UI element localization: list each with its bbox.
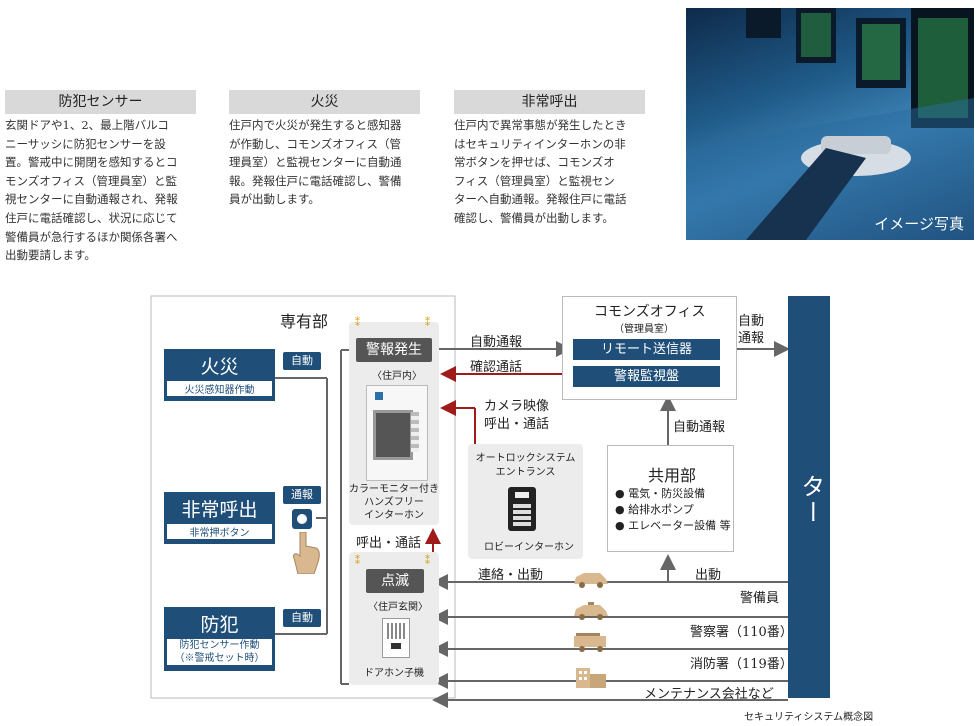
- lobby-title-line1: オートロックシステム: [475, 453, 576, 464]
- text-line: 玄関ドアや1、2、最上階バルコ: [5, 118, 169, 132]
- blink-button: 点滅: [366, 569, 424, 593]
- guard-car-icon: [574, 573, 608, 588]
- lobby-caption: ロビーインターホン: [484, 542, 574, 553]
- text-line: が作動し、コモンズオフィス（管: [229, 136, 402, 151]
- fire-dept-label: 消防署（119番）: [690, 657, 793, 672]
- alarm-monitor-panel: 警報監視盤: [573, 366, 720, 387]
- door-unit-caption: ドアホン子機: [364, 668, 424, 679]
- monitoring-center-label: 近鉄セーフティ24・S監視センター: [797, 317, 860, 683]
- monitor-caption-line: カラーモニター付き: [349, 484, 439, 495]
- auto-report-label: 自動通報: [470, 335, 523, 350]
- text-line: 報。発報住戸に電話確認し、警備: [229, 173, 402, 188]
- text-line: はセキュリティインターホンの非: [454, 136, 626, 151]
- call-talk-label: 呼出・通話: [356, 536, 422, 551]
- text-line: 住戸に電話確認し、状況に応じて: [5, 210, 178, 225]
- security-sub-line2: （※警戒セット時）: [174, 653, 265, 664]
- commons-title: コモンズオフィス: [594, 304, 706, 320]
- text-line: 常ボタンを押せば、コモンズオ: [454, 155, 615, 170]
- intercom-monitor-icon: [366, 385, 428, 481]
- commons-sub: （管理員室）: [614, 324, 674, 335]
- fire-auto-tag: 自動: [283, 352, 321, 370]
- lobby-keypad-icon: [508, 487, 536, 531]
- text-line: 出動要請します。: [5, 248, 96, 263]
- remote-transmitter: リモート送信器: [573, 339, 720, 360]
- camera-label-line2: 呼出・通話: [484, 417, 550, 432]
- security-auto-tag: 自動: [283, 609, 321, 627]
- shared-items: ● 電気・防災設備 ● 給排水ポンプ ● エレベーター設備 等: [615, 486, 731, 534]
- text-line: 住戸内で異常事態が発生したとき: [454, 118, 627, 132]
- finger-press-icon: [293, 532, 320, 574]
- fire-truck-icon: [574, 633, 606, 652]
- text-line: ニーサッシに防犯センサーを設: [5, 136, 166, 151]
- monitor-room-illustration: [686, 8, 974, 240]
- control-room-photo: イメージ写真: [686, 8, 974, 240]
- lobby-title: オートロックシステム エントランス: [468, 452, 583, 480]
- lobby-title-line2: エントランス: [495, 467, 556, 478]
- inside-label: 〈住戸内〉: [372, 371, 422, 382]
- text-line: モンズオフィス（管理員室）と監: [5, 173, 178, 188]
- dispatch-label: 出動: [695, 568, 722, 583]
- section-title-crime: 防犯センサー: [5, 90, 196, 114]
- auto-report-right-line2: 通報: [738, 331, 765, 346]
- fire-sub: 火災感知器作動: [167, 381, 272, 396]
- text-line: 視センターに自動通報され、発報: [5, 192, 178, 207]
- security-title: 防犯: [200, 614, 239, 636]
- section-title-fire: 火災: [229, 90, 420, 114]
- camera-label: カメラ映像 呼出・通話: [484, 398, 549, 434]
- shared-item: ● 電気・防災設備: [615, 487, 706, 500]
- section-body-fire: 住戸内で火災が発生すると感知器 が作動し、コモンズオフィス（管 理員室）と監視セ…: [229, 116, 429, 209]
- shared-area-box: [607, 445, 734, 552]
- text-line: 住戸内で火災が発生すると感知器: [229, 118, 402, 132]
- security-sub-line1: 防犯センサー作動: [179, 640, 260, 651]
- text-line: 置。警戒中に開閉を感知するとコ: [5, 155, 178, 170]
- fire-box: 火災 火災感知器作動: [164, 349, 275, 401]
- section-body-crime: 玄関ドアや1、2、最上階バルコ ニーサッシに防犯センサーを設 置。警戒中に開閉を…: [5, 116, 205, 265]
- text-line: 警備員が急行するほか関係各署へ: [5, 229, 178, 244]
- security-box: 防犯 防犯センサー作動 （※警戒セット時）: [164, 607, 275, 671]
- emergency-sub: 非常押ボタン: [167, 524, 272, 539]
- emergency-title: 非常呼出: [181, 499, 258, 521]
- blink-spark-icon: ⁑: [355, 556, 360, 567]
- guard-label: 警備員: [740, 591, 780, 606]
- fire-title: 火災: [200, 356, 239, 378]
- monitor-caption-line: インターホン: [364, 510, 424, 521]
- police-label: 警察署（110番）: [690, 625, 793, 640]
- maintenance-label: メンテナンス会社など: [644, 687, 774, 702]
- shared-title: 共用部: [648, 466, 697, 485]
- emergency-report-tag: 通報: [283, 486, 321, 504]
- camera-label-line1: カメラ映像: [484, 399, 550, 414]
- text-line: フィス（管理員室）と監視セン: [454, 173, 615, 188]
- text-line: ターへ自動通報。発報住戸に電話: [454, 192, 627, 207]
- text-line: 確認し、警備員が出動します。: [454, 210, 614, 225]
- shared-item: ● 給排水ポンプ: [615, 503, 694, 516]
- security-sub: 防犯センサー作動 （※警戒セット時）: [167, 639, 272, 665]
- confirm-call-label: 確認通話: [470, 360, 523, 375]
- alarm-spark-icon: ⁑: [425, 318, 430, 329]
- text-line: 員が出動します。: [229, 192, 320, 207]
- emergency-box: 非常呼出 非常押ボタン: [164, 492, 275, 544]
- section-title-emergency: 非常呼出: [454, 90, 645, 114]
- monitoring-center: 近鉄セーフティ24・S監視センター: [788, 296, 860, 698]
- diagram-caption: セキュリティシステム概念図: [744, 712, 874, 723]
- section-body-emergency: 住戸内で異常事態が発生したとき はセキュリティインターホンの非 常ボタンを押せば…: [454, 116, 654, 228]
- shared-auto-report-label: 自動通報: [673, 420, 726, 435]
- auto-report-right-label: 自動 通報: [738, 313, 764, 347]
- text-line: 理員室）と監視センターに自動通: [229, 155, 402, 170]
- shared-item: ● エレベーター設備 等: [615, 519, 731, 532]
- monitor-caption-line: ハンズフリー: [364, 497, 424, 508]
- police-car-icon: [574, 602, 608, 620]
- door-unit-icon: [382, 618, 410, 658]
- maintenance-building-icon: [576, 668, 606, 688]
- photo-label: イメージ写真: [874, 215, 964, 233]
- blink-spark-icon: ⁑: [425, 556, 430, 567]
- monitor-caption: カラーモニター付き ハンズフリー インターホン: [349, 483, 439, 522]
- contact-dispatch-label: 連絡・出動: [478, 568, 544, 583]
- entrance-label: 〈住戸玄関〉: [368, 602, 428, 613]
- alarm-spark-icon: ⁑: [355, 318, 360, 329]
- private-area-title: 専有部: [280, 312, 329, 331]
- emergency-button-icon: [292, 509, 312, 529]
- auto-report-right-line1: 自動: [738, 314, 765, 329]
- alarm-button: 警報発生: [356, 338, 432, 362]
